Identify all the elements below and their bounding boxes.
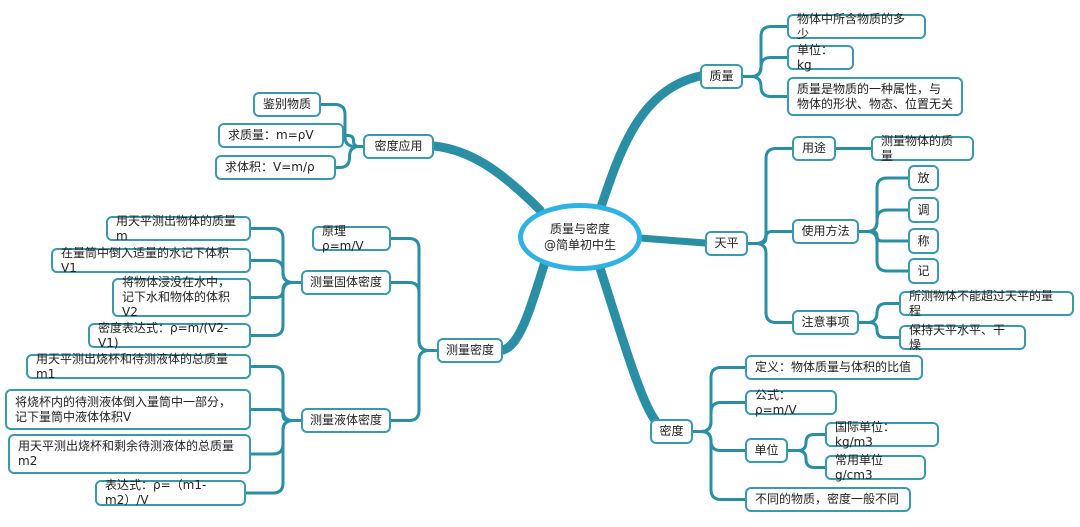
node-mass-unit[interactable]: 单位：kg	[787, 43, 854, 72]
connector-line	[249, 408, 303, 422]
main-branch-density	[595, 263, 660, 425]
connector-line	[857, 230, 910, 273]
node-app-identify[interactable]: 鉴别物质	[253, 92, 321, 117]
connector-line	[244, 419, 303, 495]
connector-line	[691, 401, 747, 433]
node-mass[interactable]: 质量	[700, 64, 743, 89]
connector-line	[249, 281, 303, 337]
node-app-volume[interactable]: 求体积：V=m/ρ	[215, 155, 336, 180]
node-density-note[interactable]: 不同的物质，密度一般不同	[745, 487, 911, 512]
connector-line	[249, 227, 303, 284]
main-branch-measure	[498, 257, 550, 355]
connector-line	[786, 449, 827, 469]
node-principle[interactable]: 原理 ρ=m/V	[312, 224, 391, 253]
connector-line	[249, 281, 303, 299]
connector-line	[389, 237, 439, 352]
connector-line	[741, 25, 789, 78]
node-solid-step[interactable]: 用天平测出物体的质量m	[106, 214, 251, 243]
node-solid-step[interactable]: 将物体浸没在水中， 记下水和物体的体积V2	[112, 275, 251, 319]
connector-line	[319, 103, 365, 148]
connector-line	[741, 75, 789, 98]
connector-line	[389, 349, 439, 422]
node-unit-si[interactable]: 国际单位：kg/m3	[825, 420, 939, 449]
node-liquid-step[interactable]: 用天平测出烧杯和剩余待测液体的总质量 m2	[8, 434, 251, 474]
connector-line	[691, 366, 747, 433]
node-mass-definition[interactable]: 物体中所含物质的多少	[787, 12, 926, 41]
node-app-mass[interactable]: 求质量：m=ρV	[218, 123, 344, 148]
node-note-range[interactable]: 所测物体不能超过天平的量程	[899, 289, 1074, 318]
connector-line	[746, 147, 794, 245]
connector-line	[786, 433, 827, 452]
node-balance[interactable]: 天平	[705, 231, 748, 256]
node-liquid-formula[interactable]: 表达式：ρ=（m1-m2）/V	[95, 478, 246, 507]
node-solid-step[interactable]: 在量筒中倒入适量的水记下体积V1	[51, 246, 251, 275]
node-method-place[interactable]: 放	[908, 165, 939, 191]
node-balance-use[interactable]: 用途	[792, 136, 836, 161]
connector-line	[746, 242, 794, 324]
connector-line	[857, 208, 910, 233]
node-density[interactable]: 密度	[650, 419, 693, 444]
node-solid-formula[interactable]: 密度表达式：ρ=m/(V2-V1)	[88, 321, 251, 350]
connector-line	[249, 365, 303, 422]
node-density-unit[interactable]: 单位	[745, 438, 788, 463]
node-liquid-step[interactable]: 将烧杯内的待测液体倒入量筒中一部分， 记下量筒中液体体积V	[5, 389, 251, 430]
node-note-level[interactable]: 保持天平水平、干燥	[899, 323, 1026, 352]
main-branch-application	[429, 141, 545, 215]
node-balance-notes[interactable]: 注意事项	[792, 310, 859, 335]
node-mass-property[interactable]: 质量是物质的一种属性，与 物体的形状、物态、位置无关	[787, 77, 963, 116]
node-method-adjust[interactable]: 调	[908, 197, 939, 223]
node-method-weigh[interactable]: 称	[908, 228, 939, 254]
node-density-formula[interactable]: 公式：ρ=m/V	[745, 388, 837, 417]
connector-line	[691, 430, 747, 501]
connector-line	[389, 281, 439, 352]
connector-line	[249, 419, 303, 456]
node-balance-method[interactable]: 使用方法	[792, 219, 859, 244]
central-title: 质量与密度	[549, 222, 610, 236]
central-subtitle: @简单初中生	[543, 238, 616, 252]
connector-line	[691, 430, 747, 452]
node-liquid-density[interactable]: 测量液体密度	[301, 408, 391, 433]
central-topic[interactable]: 质量与密度 @简单初中生	[518, 203, 642, 271]
node-liquid-step[interactable]: 用天平测出烧杯和待测液体的总质量m1	[26, 352, 251, 381]
node-unit-common[interactable]: 常用单位g/cm3	[825, 453, 926, 482]
main-branch-mass	[595, 71, 705, 215]
connector-line	[857, 321, 901, 339]
node-solid-density[interactable]: 测量固体密度	[301, 270, 391, 295]
node-density-application[interactable]: 密度应用	[363, 134, 434, 159]
connector-line	[857, 302, 901, 324]
main-branch-balance	[636, 234, 709, 247]
node-measure-density[interactable]: 测量密度	[437, 338, 503, 363]
connector-line	[249, 259, 303, 284]
connector-line	[334, 145, 365, 169]
node-density-definition[interactable]: 定义：物体质量与体积的比值	[745, 355, 923, 380]
connector-line	[741, 56, 789, 78]
node-method-record[interactable]: 记	[908, 258, 939, 284]
node-balance-use-item[interactable]: 测量物体的质量	[871, 134, 974, 163]
connector-line	[746, 230, 794, 245]
connector-line	[857, 176, 910, 233]
